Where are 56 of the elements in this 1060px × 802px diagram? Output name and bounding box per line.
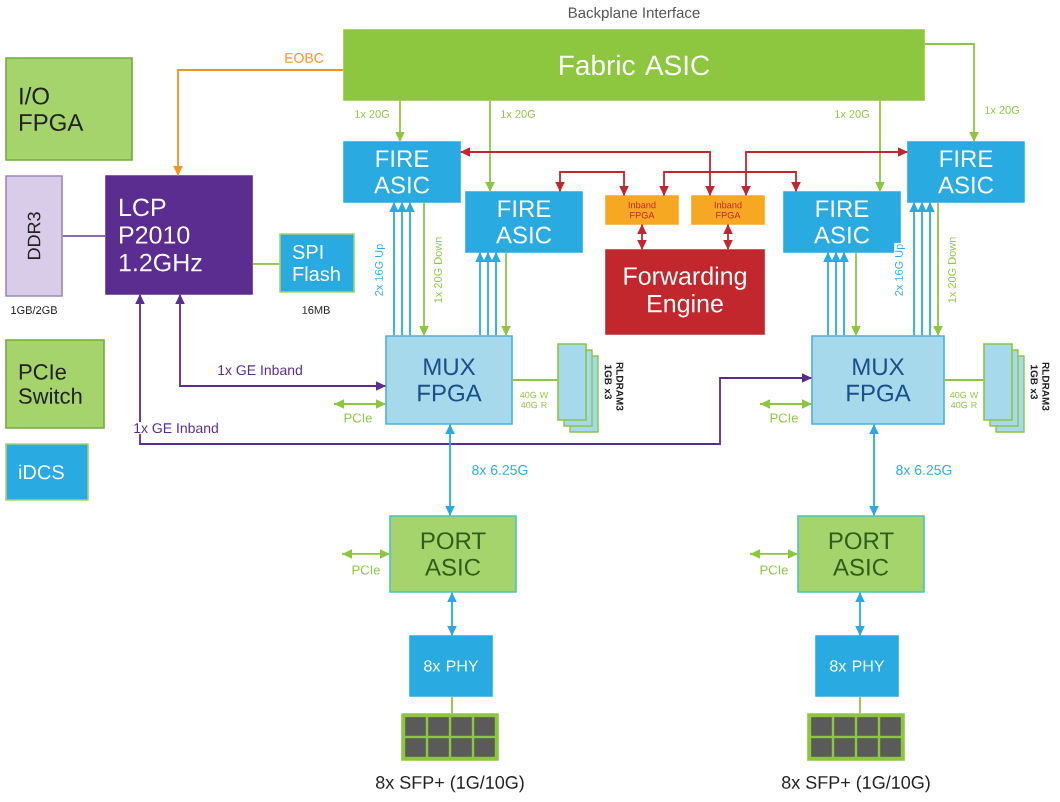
arrow [135,293,813,445]
arrow [333,399,387,409]
asic-box: Fabric ASIC [343,29,925,101]
asic-box: FIRE ASIC [907,141,1025,203]
arrow [759,399,813,409]
fpga-box: MUX FPGA [811,335,945,425]
sensor-box: iDCS [5,443,89,501]
arrow [341,549,391,559]
arrow [419,201,429,337]
arrow [445,423,455,517]
arrow [173,69,345,177]
arrow [933,201,943,337]
arrow [501,251,511,337]
arrow-bundle [823,251,849,337]
arrow [395,99,405,143]
arrow-bundle [475,251,501,337]
arrow [175,293,387,391]
arrow [659,171,801,197]
arrow [723,223,733,251]
arrow [555,171,629,197]
fpga-box: I/O FPGA [5,57,133,161]
sfp-cage-drawing [401,713,499,761]
arrow [485,99,495,193]
phy-box: 8x PHY [409,635,493,697]
fpga-box: MUX FPGA [385,335,513,425]
connector-line [451,695,453,715]
arrow [459,147,715,197]
connector-line [859,695,861,715]
asic-box: FIRE ASIC [343,141,461,203]
arrow [741,147,909,197]
flash-box: SPI Flash [279,233,355,293]
processor-box: LCP P2010 1.2GHz [105,175,253,295]
asic-box: FIRE ASIC [465,191,583,253]
engine-box: Forwarding Engine [605,249,765,335]
arrow [869,423,879,517]
connector-line [251,263,281,265]
connector-line [511,379,559,381]
caption-text: 8x SFP+ (1G/10G) [782,775,930,793]
sfp-cage-drawing [807,713,905,761]
switch-box: PCIe Switch [5,339,105,429]
arrow [851,251,861,337]
arrow [637,223,647,251]
arrow [447,591,457,637]
arrow [875,99,885,193]
arrow [855,591,865,637]
connector-line [61,235,107,237]
arrow-bundle [909,201,935,337]
asic-box: PORT ASIC [389,515,517,593]
arrow-bundle [389,201,415,337]
arrow [749,549,799,559]
arrow [923,43,979,143]
asic-box: PORT ASIC [797,515,925,593]
caption-text: 8x SFP+ (1G/10G) [376,775,524,793]
phy-box: 8x PHY [815,635,899,697]
connector-line [943,379,985,381]
memory-box: DDR3 [5,175,63,297]
